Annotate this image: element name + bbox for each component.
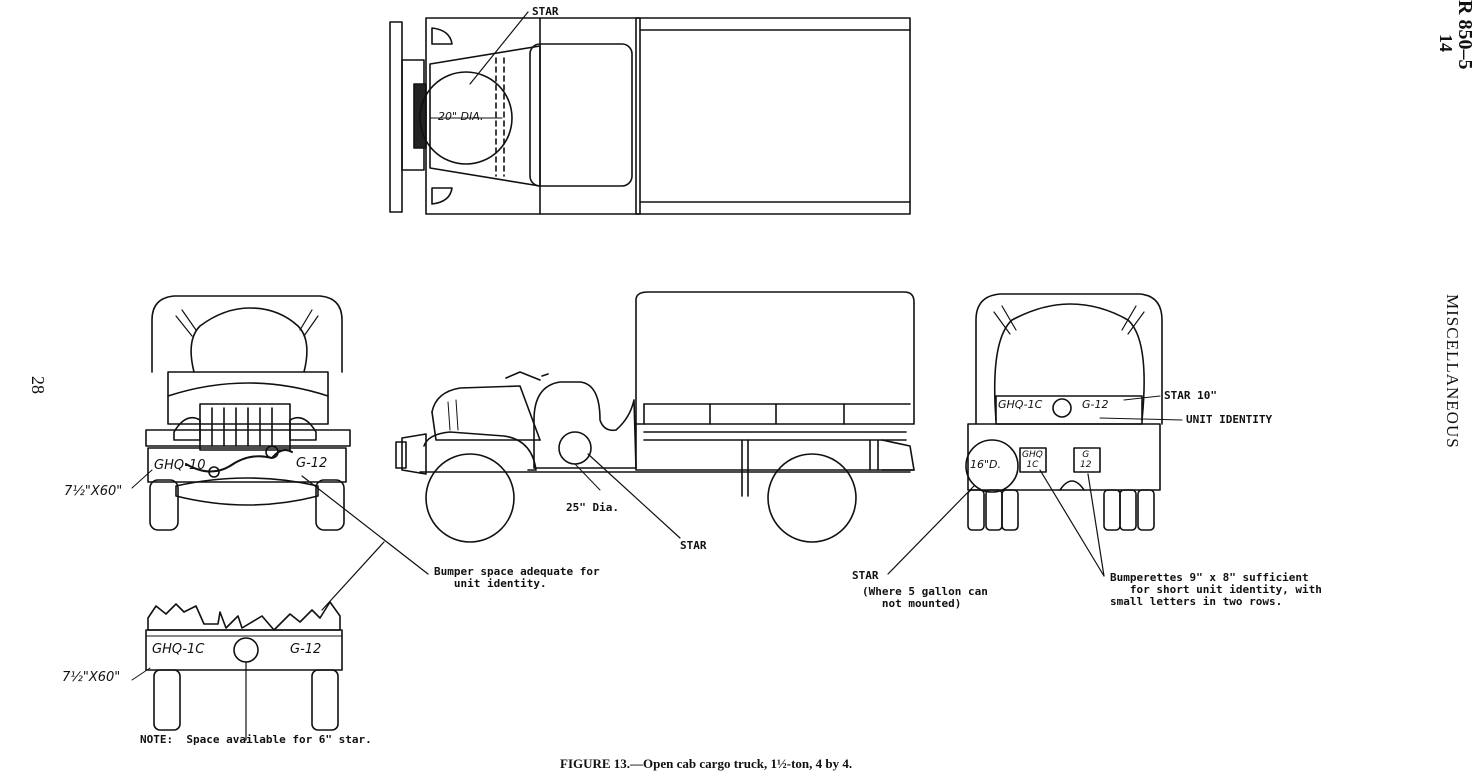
detail-bumper-right-text: G-12 [290,642,322,657]
figure-caption: FIGURE 13.—Open cab cargo truck, 1½-ton,… [560,756,853,771]
side-star-diameter: 25" Dia. [566,501,619,514]
header-reference: R 850–5 [1454,0,1476,70]
rear-tailgate-right-text: G-12 [1082,398,1109,411]
top-star-label: STAR [532,5,559,18]
detail-bumper-size: 7½"X60" [62,670,121,685]
bumperettes-note: Bumperettes 9" x 8" sufficient for short… [1110,571,1322,608]
front-view [132,296,428,574]
section-title: MISCELLANEOUS [1443,294,1462,449]
rear-unit-identity-label: UNIT IDENTITY [1186,413,1273,426]
side-star-label: STAR [680,539,707,552]
rear-star-label: STAR [852,569,879,582]
detail-bumper-left-text: GHQ-1C [152,642,205,657]
rear-view [888,294,1182,576]
rear-star-diameter: 16"D. [970,458,1002,471]
top-view [390,12,910,214]
rear-tailgate-left-text: GHQ-1C [998,398,1043,411]
bumper-detail-view [132,542,384,740]
page-number: 28 [28,376,48,394]
front-bumper-right-text: G-12 [296,456,328,471]
top-star-diameter: 20" DIA. [438,110,484,123]
side-view [396,292,914,542]
rear-star-size-label: STAR 10" [1164,389,1217,402]
bumper-space-note: Bumper space adequate for unit identity. [434,565,600,590]
bumperette-left-text: GHQ 1C [1022,450,1043,470]
rear-star-note: (Where 5 gallon can not mounted) [862,585,988,610]
bumperette-right-text: G 12 [1080,450,1092,470]
front-bumper-left-text: GHQ-10 [154,458,206,473]
header-subsection: 14 [1436,34,1456,52]
star-space-note: NOTE: Space available for 6" star. [140,733,372,746]
front-bumper-size: 7½"X60" [64,484,123,499]
